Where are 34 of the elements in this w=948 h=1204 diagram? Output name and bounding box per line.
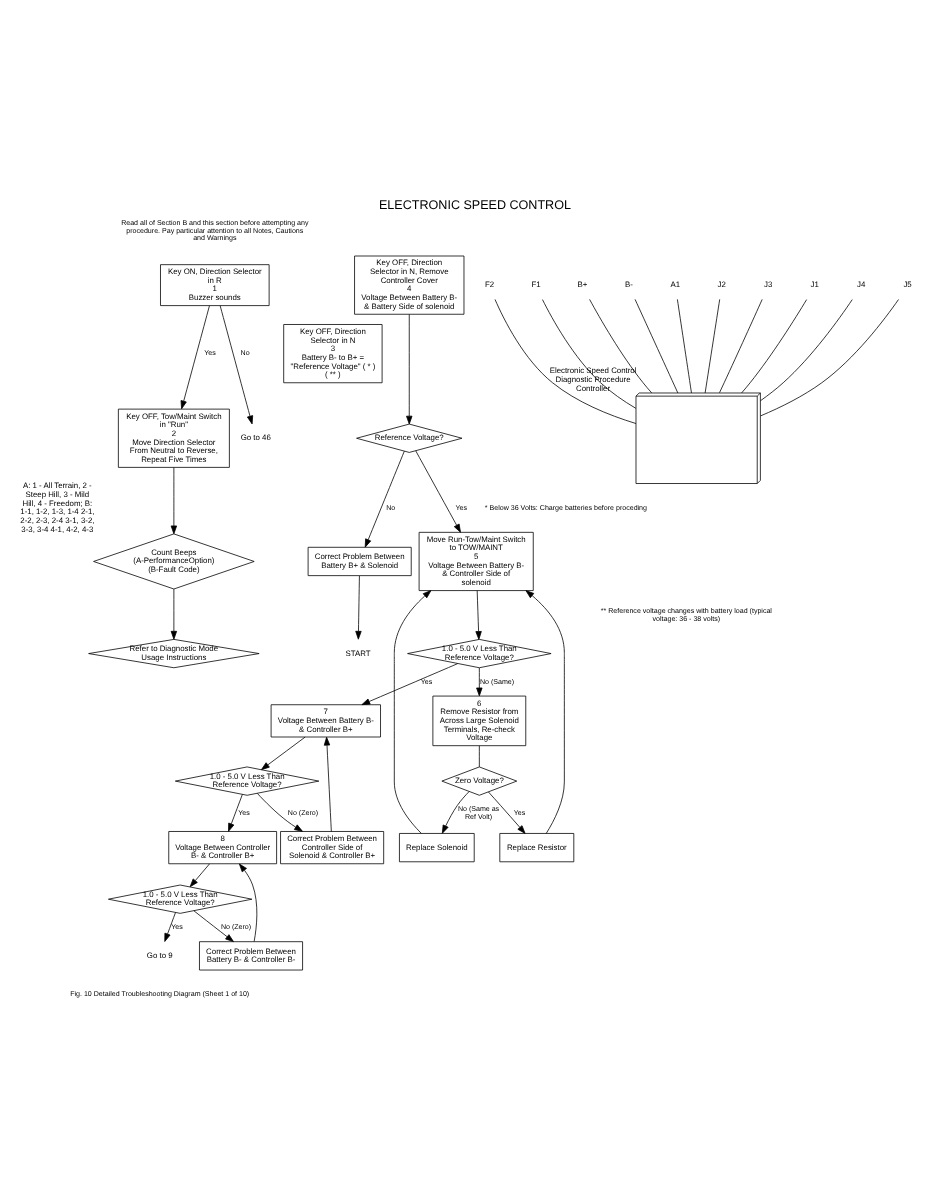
connector	[703, 298, 720, 394]
arrow	[227, 794, 242, 832]
connector	[633, 298, 678, 394]
arrow	[392, 590, 431, 834]
arrow	[405, 314, 412, 425]
arrow	[360, 663, 458, 706]
arrow	[188, 863, 209, 888]
arrow	[255, 793, 302, 832]
arrow	[322, 736, 331, 832]
arrow	[163, 912, 175, 942]
arrow	[440, 791, 469, 834]
connector	[718, 299, 762, 394]
arrow	[192, 910, 233, 942]
arrow	[414, 450, 460, 533]
arrow	[475, 667, 482, 697]
arrow	[260, 736, 305, 771]
arrow	[354, 575, 361, 640]
arrow	[363, 450, 404, 548]
arrow	[169, 588, 177, 640]
connector	[759, 299, 852, 402]
connector	[676, 298, 691, 394]
connector	[493, 299, 636, 424]
arrow	[524, 590, 564, 834]
arrow	[238, 863, 257, 942]
connector	[759, 299, 898, 417]
arrow	[474, 590, 481, 640]
connector	[477, 745, 479, 768]
arrow	[218, 305, 253, 425]
arrow	[487, 791, 525, 834]
arrow	[169, 467, 177, 535]
connector	[541, 299, 636, 409]
arrow	[179, 305, 209, 410]
connector	[588, 299, 652, 394]
connector	[740, 299, 806, 394]
